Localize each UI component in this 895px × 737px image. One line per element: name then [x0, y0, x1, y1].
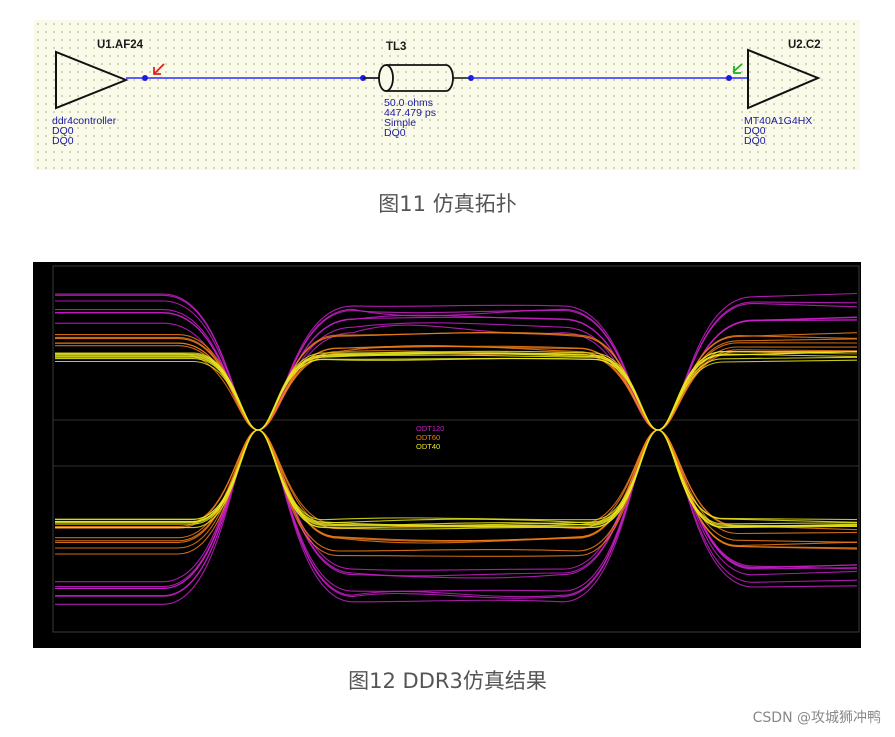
plot-frame	[52, 265, 860, 633]
driver-pin-label-2: DQ0	[52, 135, 74, 147]
driver-model: ddr4controller	[52, 115, 117, 127]
tl-type: Simple	[384, 117, 417, 129]
driver-ref: U1.AF24	[97, 39, 144, 51]
eye-trace	[55, 352, 858, 528]
driver-probe-icon	[153, 63, 165, 75]
schematic-drawing	[55, 48, 821, 110]
eye-trace	[55, 351, 858, 530]
eye-trace	[55, 351, 858, 527]
eye-trace	[55, 346, 858, 542]
eye-trace	[55, 353, 858, 547]
eye-trace	[55, 335, 858, 528]
eye-trace	[55, 342, 858, 544]
figure-11-caption: 图11 仿真拓扑	[378, 192, 517, 216]
eye-trace	[55, 350, 858, 527]
eye-trace	[55, 351, 858, 524]
legend-entry: ODT40	[416, 442, 440, 451]
eye-trace	[55, 356, 858, 521]
eye-trace	[55, 352, 858, 525]
eye-trace	[55, 354, 858, 528]
topology-schematic: U1.AF24 ddr4controller DQ0 DQ0 TL3 50.0 …	[34, 20, 860, 170]
figure-12-caption: 图12 DDR3仿真结果	[348, 669, 547, 693]
receiver-pin[interactable]	[726, 75, 732, 81]
receiver-pin-label-2: DQ0	[744, 135, 766, 147]
legend-entry: ODT120	[416, 424, 444, 433]
receiver-model: MT40A1G4HX	[744, 115, 813, 127]
eye-trace	[55, 331, 858, 542]
receiver-ref: U2.C2	[788, 39, 821, 51]
transmission-line-symbol[interactable]	[363, 64, 471, 92]
tl-impedance: 50.0 ohms	[384, 97, 434, 109]
tl-ref: TL3	[386, 41, 407, 53]
receiver-pin-label-1: DQ0	[744, 125, 766, 137]
eye-trace	[55, 352, 858, 528]
driver-pin-label-1: DQ0	[52, 125, 74, 137]
eye-trace	[55, 332, 858, 543]
eye-trace	[55, 353, 858, 527]
plot-grid	[53, 419, 859, 467]
eye-trace	[55, 334, 858, 542]
watermark: CSDN @攻城狮冲鸭	[752, 710, 881, 726]
eye-trace	[55, 351, 858, 526]
receiver-probe-icon	[732, 63, 743, 74]
eye-trace	[55, 357, 858, 529]
tl-delay: 447.479 ps	[384, 107, 436, 119]
eye-trace	[55, 338, 858, 530]
eye-traces	[55, 292, 858, 605]
legend-entry: ODT60	[416, 433, 440, 442]
eye-trace	[55, 344, 858, 528]
eye-trace	[55, 352, 858, 529]
driver-pin[interactable]	[142, 75, 148, 81]
tl-net: DQ0	[384, 127, 406, 139]
eye-trace	[55, 357, 858, 525]
driver-buffer-symbol[interactable]	[55, 50, 129, 110]
receiver-buffer-symbol[interactable]	[747, 48, 821, 110]
